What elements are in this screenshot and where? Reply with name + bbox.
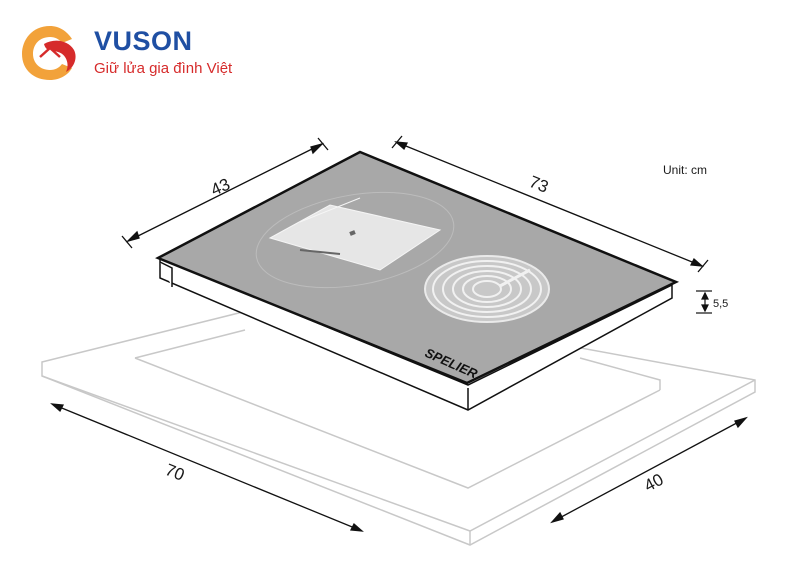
radiant-cooking-zone [424, 255, 550, 323]
dimension-label-5-5: 5,5 [713, 298, 728, 310]
induction-flex-zone [255, 191, 455, 289]
dimension-label-40: 40 [641, 470, 667, 496]
brand-tagline: Giữ lửa gia đình Việt [94, 60, 233, 77]
dimension-line-70 [50, 403, 364, 532]
dimension-label-70: 70 [163, 460, 188, 485]
dimension-line-43 [121, 137, 329, 249]
brand-name: VUSON [94, 26, 193, 56]
vuson-logo: VUSON Giữ lửa gia đình Việt [14, 18, 274, 88]
dimension-line-73 [391, 135, 709, 273]
hob-body-edge [159, 256, 673, 411]
dimension-label-73: 73 [527, 172, 552, 197]
dimension-label-43: 43 [208, 175, 233, 200]
hob-glass-top [155, 150, 680, 385]
dimension-line-40 [550, 416, 748, 524]
dimension-line-5-5 [696, 290, 712, 314]
flame-house-logo-icon [22, 26, 76, 80]
unit-label: Unit: cm [663, 163, 707, 177]
